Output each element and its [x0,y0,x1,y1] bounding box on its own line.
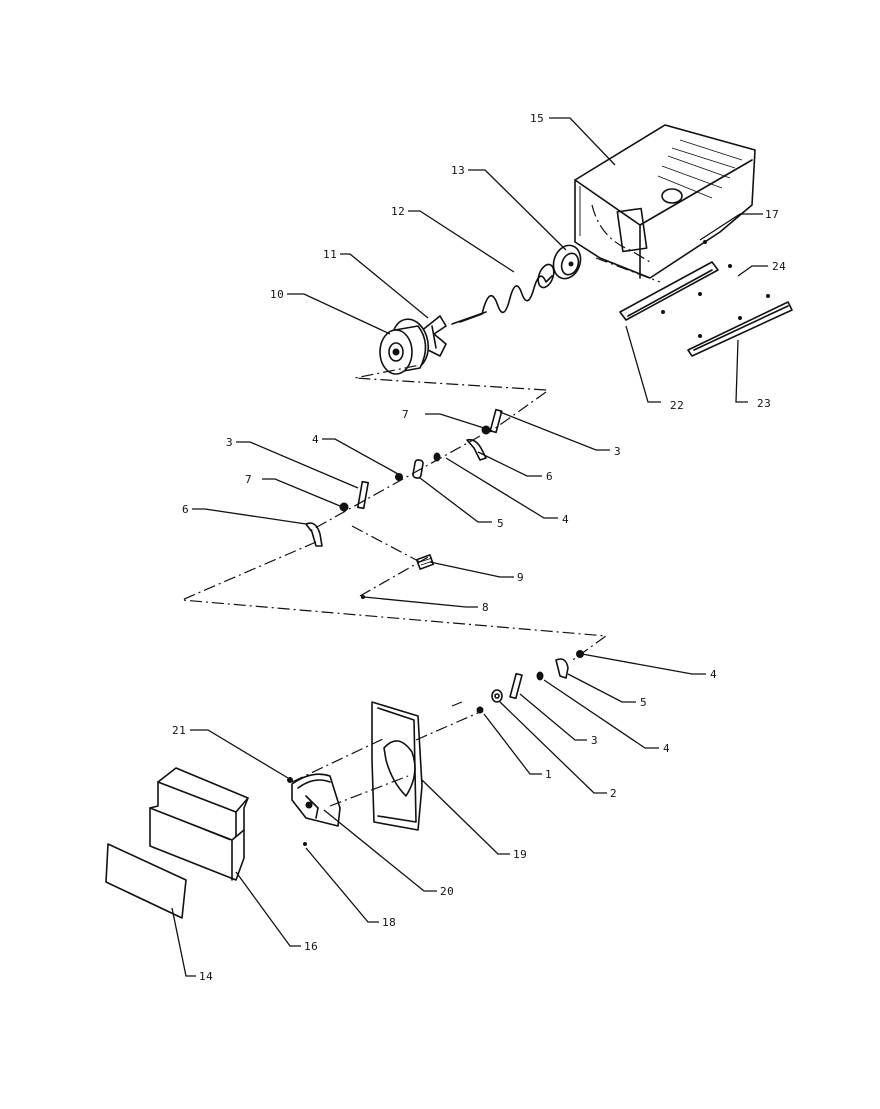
shaft-hardware-parts-1-5 [476,650,584,714]
callout-12: 12 [391,205,405,218]
callout-6b: 6 [182,503,189,516]
callout-3c: 3 [591,734,598,747]
callout-19: 19 [513,848,527,861]
auger-spring-part-12 [451,263,555,325]
callout-24: 24 [772,260,786,273]
chute-housing-part-20 [287,773,341,846]
callout-6a: 6 [546,470,553,483]
cover-panel-part-14 [105,843,187,919]
alignment-lines [181,257,661,807]
mounting-plate-part-19 [371,701,423,831]
callout-16: 16 [304,940,318,953]
callout-17: 17 [765,208,779,221]
callout-8: 8 [482,601,489,614]
callout-7a: 7 [402,408,409,421]
callout-18: 18 [382,916,396,929]
callout-5a: 5 [497,517,504,530]
callout-2: 2 [610,787,617,800]
callout-3a: 3 [614,445,621,458]
callout-20: 20 [440,885,454,898]
leader-lines [171,117,768,977]
callout-4b: 4 [562,513,569,526]
callout-3b: 3 [226,436,233,449]
callout-15: 15 [530,112,544,125]
callout-11: 11 [323,248,337,261]
callout-21: 21 [172,724,186,737]
callout-labels: 15 13 12 11 10 17 24 22 23 7 3 3 4 6 7 4… [172,112,786,983]
drive-ring-part-13 [552,244,582,280]
callout-14: 14 [199,970,213,983]
callout-10: 10 [270,288,284,301]
linkage-assembly [305,408,503,599]
callout-23: 23 [757,397,771,410]
callout-13: 13 [451,164,465,177]
callout-1: 1 [545,768,552,781]
ice-bucket-part-15 [574,124,756,279]
motor-drum-part-10 [379,318,430,375]
callout-9: 9 [517,571,524,584]
callout-7b: 7 [245,473,252,486]
callout-5b: 5 [640,696,647,709]
callout-4a: 4 [312,433,319,446]
mounting-rails-parts-17-22-23 [619,240,793,357]
callout-4c: 4 [710,668,717,681]
door-housing-part-16 [149,767,249,881]
callout-22: 22 [670,399,684,412]
callout-4d: 4 [663,742,670,755]
